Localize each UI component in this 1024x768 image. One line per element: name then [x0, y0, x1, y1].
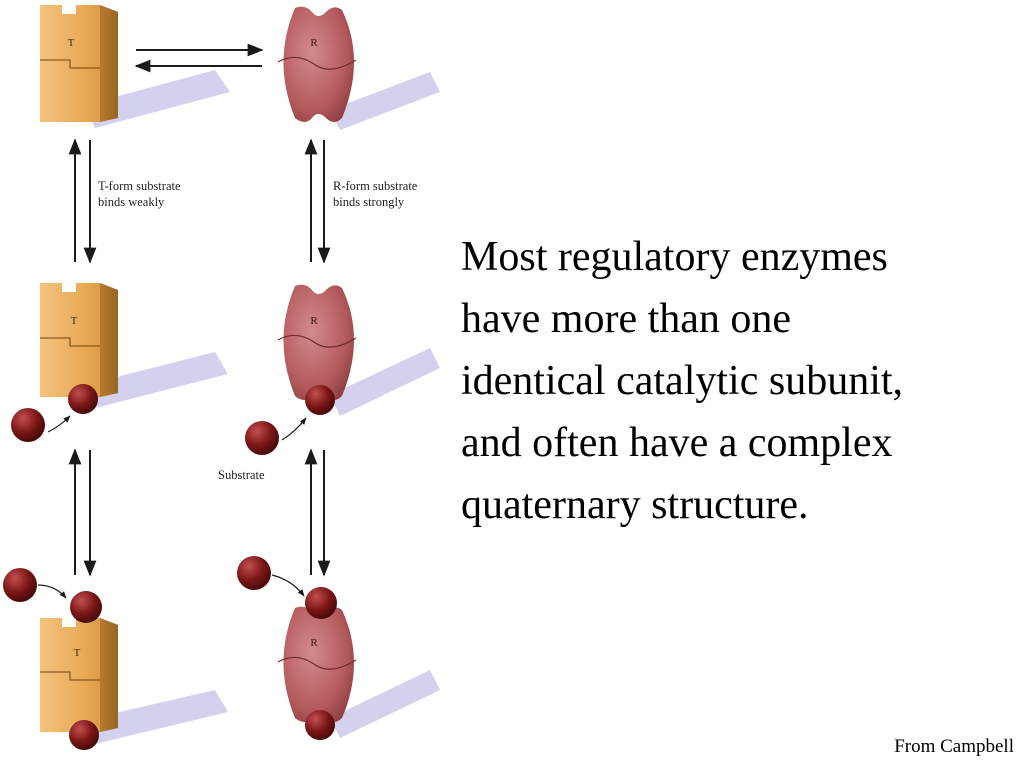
- r-form-unit-top: R: [277, 6, 440, 130]
- r-form-unit-bottom: R: [277, 606, 440, 738]
- shadow: [85, 690, 228, 744]
- r-label: R: [310, 37, 318, 49]
- t-annotation-line1: T-form substrate: [98, 179, 181, 193]
- r-label: R: [310, 315, 318, 327]
- vertical-arrows-right-1: [304, 138, 331, 264]
- r-annotation: R-form substrate binds strongly: [333, 179, 420, 209]
- source-credit: From Campbell: [894, 736, 1014, 757]
- r-annotation-line2: binds strongly: [333, 195, 405, 209]
- body-line-3: identical catalytic subunit,: [461, 358, 904, 404]
- t-label: T: [71, 315, 78, 327]
- substrate-bound-t-bottom-low: [69, 720, 99, 750]
- t-form-unit-middle: T: [40, 283, 228, 408]
- t-form-unit-bottom: T: [40, 618, 228, 744]
- binding-arrow: [271, 574, 305, 597]
- shadow: [85, 70, 230, 128]
- equilibrium-arrows-top: [134, 43, 264, 73]
- shadow: [85, 352, 228, 408]
- body-line-2: have more than one: [461, 296, 792, 342]
- substrate-free-r-middle: [245, 421, 279, 455]
- substrate-free-t-bottom: [3, 568, 37, 602]
- slide-body-text: Most regulatory enzymes have more than o…: [461, 226, 1021, 536]
- substrate-label: Substrate: [218, 468, 265, 482]
- substrate-free-t-middle: [11, 408, 45, 442]
- t-label: T: [68, 37, 75, 49]
- vertical-arrows-right-2: [304, 448, 331, 577]
- r-label: R: [310, 637, 318, 649]
- binding-arrow: [37, 584, 67, 599]
- substrate-bound-r-bottom-top: [305, 587, 337, 619]
- shadow: [330, 348, 440, 416]
- body-line-5: quaternary structure.: [461, 482, 809, 528]
- binding-arrow: [47, 415, 71, 433]
- vertical-arrows-left-2: [68, 448, 97, 577]
- body-line-4: and often have a complex: [461, 420, 893, 466]
- substrate-bound-t-bottom-top: [70, 591, 102, 623]
- body-line-1: Most regulatory enzymes: [461, 234, 888, 280]
- t-label: T: [74, 647, 81, 659]
- shadow: [330, 670, 440, 738]
- t-annotation: T-form substrate binds weakly: [98, 179, 184, 209]
- r-annotation-line1: R-form substrate: [333, 179, 418, 193]
- substrate-bound-t-middle: [68, 384, 98, 414]
- t-form-unit-top: T: [40, 5, 230, 128]
- vertical-arrows-left-1: [68, 138, 97, 264]
- substrate-bound-r-bottom-low: [305, 710, 335, 740]
- binding-arrow: [281, 417, 307, 441]
- t-annotation-line2: binds weakly: [98, 195, 165, 209]
- enzyme-state-diagram: T R T-form substrate binds weakly R-form…: [3, 5, 440, 750]
- shadow: [330, 72, 440, 130]
- r-form-unit-middle: R: [277, 284, 440, 416]
- substrate-bound-r-middle: [305, 385, 335, 415]
- substrate-free-r-bottom: [237, 556, 271, 590]
